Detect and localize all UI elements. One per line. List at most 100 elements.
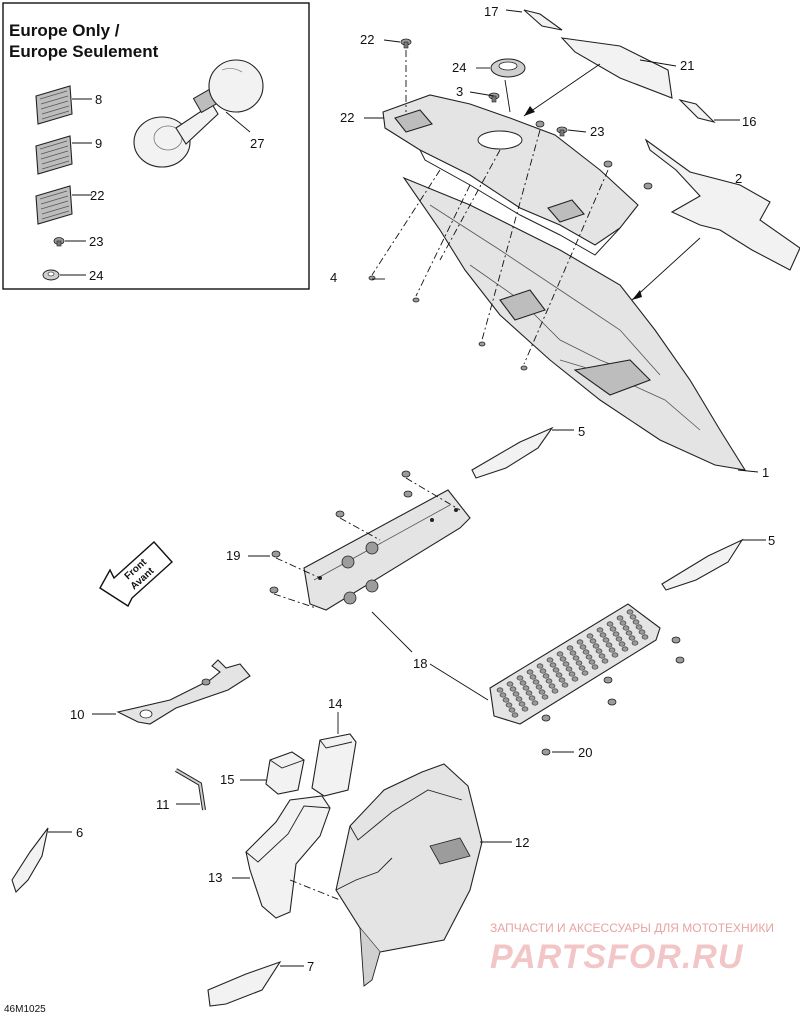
- cap-23: [490, 58, 526, 78]
- footrest-plate-18-left: [303, 489, 471, 611]
- stud: [561, 682, 569, 688]
- stud: [625, 630, 633, 636]
- decal-7: [207, 960, 282, 1007]
- hex-key-11: [174, 768, 206, 811]
- stud: [522, 685, 530, 691]
- callout-5-lower: 5: [768, 533, 775, 548]
- stud: [509, 686, 517, 692]
- stud: [499, 692, 507, 698]
- nuts-19-right: [541, 636, 685, 756]
- callout-10: 10: [70, 707, 84, 722]
- front-direction-arrow: Front Avant: [99, 541, 173, 608]
- foam-block-14: [311, 733, 357, 797]
- console-21: [382, 94, 639, 256]
- stud: [616, 615, 624, 621]
- stud: [608, 647, 616, 653]
- stud: [516, 675, 524, 681]
- stud: [615, 636, 623, 642]
- decal-5-lower: [661, 538, 744, 591]
- stud: [556, 651, 564, 657]
- washer-26: [42, 269, 60, 281]
- screw-22-top: [400, 38, 412, 49]
- stud: [521, 706, 529, 712]
- stud: [508, 707, 516, 713]
- inset-title-line2: Europe Seulement: [9, 42, 159, 61]
- screw-25: [53, 237, 65, 247]
- stud: [578, 665, 586, 671]
- stud: [539, 668, 547, 674]
- foam-insert-13: [245, 795, 331, 919]
- stud: [512, 691, 520, 697]
- callout-19-upper: 19: [226, 548, 240, 563]
- decal-16: [678, 98, 716, 124]
- europe-inset: Europe Only / Europe Seulement: [2, 2, 310, 290]
- stud: [496, 687, 504, 693]
- reflector-8: [35, 85, 73, 125]
- reflector-9: [35, 135, 73, 175]
- stud: [531, 700, 539, 706]
- watermark-line1: ЗАПЧАСТИ И АКСЕССУАРЫ ДЛЯ МОТОТЕХНИКИ: [490, 921, 774, 935]
- stud: [502, 697, 510, 703]
- stud: [602, 637, 610, 643]
- inset-title-line1: Europe Only /: [9, 21, 120, 40]
- callout-11: 11: [156, 797, 170, 812]
- callout-14: 14: [328, 696, 342, 711]
- decal-17: [523, 9, 563, 31]
- stud: [595, 648, 603, 654]
- watermark: ЗАПЧАСТИ И АКСЕССУАРЫ ДЛЯ МОТОТЕХНИКИ PA…: [490, 921, 774, 976]
- stud: [612, 631, 620, 637]
- stud: [515, 696, 523, 702]
- stud: [618, 641, 626, 647]
- callout-5-upper: 5: [578, 424, 585, 439]
- callout-25: 23: [89, 234, 103, 249]
- footrest-plate-18-right: [489, 603, 661, 725]
- callout-6: 6: [76, 825, 83, 840]
- callout-13: 13: [208, 870, 222, 885]
- stud: [518, 701, 526, 707]
- callout-22-top: 22: [360, 32, 374, 47]
- stud: [559, 656, 567, 662]
- stud: [526, 669, 534, 675]
- decal-20: [560, 37, 673, 99]
- stud: [571, 676, 579, 682]
- callout-8: 8: [95, 92, 102, 107]
- stud: [511, 712, 519, 718]
- stud: [611, 652, 619, 658]
- callout-4: 4: [330, 270, 337, 285]
- stud: [591, 664, 599, 670]
- stud: [572, 655, 580, 661]
- drawing-code: 46M1025: [4, 1004, 46, 1015]
- stud: [635, 624, 643, 630]
- stud: [569, 650, 577, 656]
- stud: [506, 681, 514, 687]
- callout-24: 22: [90, 188, 104, 203]
- stud: [575, 660, 583, 666]
- stud: [629, 614, 637, 620]
- stud: [609, 626, 617, 632]
- stud: [529, 674, 537, 680]
- callout-2: 2: [735, 171, 742, 186]
- callout-15: 15: [220, 772, 234, 787]
- decal-5-upper: [471, 426, 554, 479]
- callout-27: 27: [250, 136, 264, 151]
- stud: [536, 663, 544, 669]
- stud: [598, 653, 606, 659]
- callout-21: 22: [340, 110, 354, 125]
- watermark-line2: PARTSFOR.RU: [490, 938, 744, 976]
- screw-22-right: [556, 126, 568, 137]
- stud: [552, 667, 560, 673]
- stud: [601, 658, 609, 664]
- tool-wrench-10: [116, 659, 251, 725]
- stud: [621, 646, 629, 652]
- decal-2: [644, 138, 800, 271]
- stud: [562, 661, 570, 667]
- callout-19-lower: 20: [578, 745, 592, 760]
- stud: [622, 625, 630, 631]
- stud: [545, 678, 553, 684]
- callout-26: 24: [89, 268, 103, 283]
- stud: [528, 695, 536, 701]
- nuts-19-left: [269, 470, 413, 594]
- decal-6: [11, 827, 49, 894]
- stud: [579, 644, 587, 650]
